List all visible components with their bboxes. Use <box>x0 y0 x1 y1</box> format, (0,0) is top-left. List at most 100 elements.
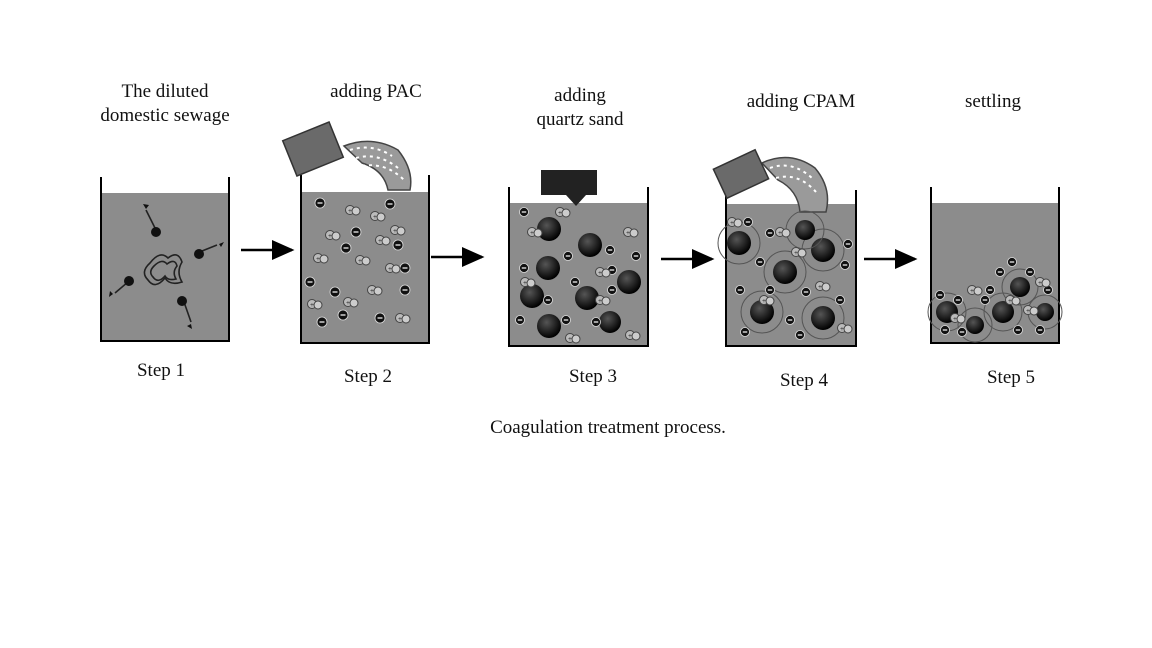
polymer-bridge <box>763 250 807 294</box>
coagulant-cluster: + <box>375 235 391 246</box>
beaker-step-4: + + + + + + <box>712 148 857 347</box>
svg-text:+: + <box>348 207 352 215</box>
svg-text:+: + <box>628 332 632 340</box>
coagulant-cluster: + <box>390 225 406 236</box>
step-2-label: Step 2 <box>343 366 393 387</box>
svg-text:+: + <box>523 279 527 287</box>
sand-grain <box>1036 303 1054 321</box>
coagulant-cluster: + <box>595 267 611 278</box>
process-arrows <box>241 240 918 269</box>
coagulant-cluster: + <box>950 313 966 324</box>
coagulant-cluster: + <box>1005 295 1021 306</box>
settled-flocs: + + + + + <box>927 257 1063 343</box>
coagulant-cluster: + <box>595 295 611 306</box>
coagulant-cluster: + <box>815 281 831 292</box>
svg-text:+: + <box>970 287 974 295</box>
svg-text:+: + <box>1008 297 1012 305</box>
sand-grain <box>773 260 797 284</box>
step-5-label: Step 5 <box>986 367 1036 388</box>
coagulant-cluster: + <box>520 277 536 288</box>
svg-text:+: + <box>818 283 822 291</box>
step-1-title: The diluted domestic sewage <box>100 81 230 126</box>
coagulant-cluster: + <box>345 205 361 216</box>
svg-text:+: + <box>358 257 362 265</box>
polymer-bridge <box>801 296 845 340</box>
svg-text:+: + <box>316 255 320 263</box>
coagulant-cluster: + <box>555 207 571 218</box>
svg-text:+: + <box>310 301 314 309</box>
svg-text:+: + <box>378 237 382 245</box>
figure-caption: Coagulation treatment process. <box>490 417 726 438</box>
coagulant-cluster: + <box>623 227 639 238</box>
sand-grain <box>966 316 984 334</box>
sand-grain <box>1010 277 1030 297</box>
pac-bag-icon <box>281 121 412 191</box>
svg-text:+: + <box>388 265 392 273</box>
svg-text:+: + <box>598 269 602 277</box>
svg-text:+: + <box>840 325 844 333</box>
step-2-title: adding PAC <box>330 81 422 102</box>
sand-grain <box>727 231 751 255</box>
svg-text:+: + <box>393 227 397 235</box>
step-1-label: Step 1 <box>136 360 186 381</box>
coagulant-cluster: + <box>565 333 581 344</box>
sand-grain <box>795 220 815 240</box>
svg-text:+: + <box>558 209 562 217</box>
coagulant-cluster: + <box>791 247 807 258</box>
polymer-bridge <box>740 290 784 334</box>
pac-particles: + + + + + + + + + + + + <box>304 197 411 328</box>
svg-text:+: + <box>762 297 766 305</box>
cpam-bag-icon <box>712 148 829 213</box>
step-3-title: adding quartz sand <box>536 85 624 130</box>
beaker-step-2: + + + + + + + + + + + + <box>281 121 430 344</box>
svg-text:+: + <box>1038 279 1042 287</box>
step-4-title: adding CPAM <box>746 91 856 112</box>
sand-particles: + + + + + + + + <box>515 207 641 344</box>
coagulant-cluster: + <box>1035 277 1051 288</box>
coagulant-cluster: + <box>837 323 853 334</box>
coagulant-cluster: + <box>325 230 341 241</box>
svg-text:+: + <box>953 315 957 323</box>
svg-text:+: + <box>568 335 572 343</box>
coagulant-cluster: + <box>775 227 791 238</box>
down-arrow-icon <box>541 170 597 206</box>
polymer-bridge <box>1001 268 1039 306</box>
sand-grain <box>599 311 621 333</box>
coagulant-cluster: + <box>385 263 401 274</box>
svg-text:+: + <box>328 232 332 240</box>
beaker-step-3: + + + + + + + + <box>508 170 649 347</box>
coagulant-cluster: + <box>967 285 983 296</box>
svg-text:+: + <box>778 229 782 237</box>
svg-text:+: + <box>598 297 602 305</box>
sand-grain <box>811 306 835 330</box>
sand-grain <box>617 270 641 294</box>
svg-text:+: + <box>1026 307 1030 315</box>
svg-text:+: + <box>794 249 798 257</box>
sand-grain <box>537 314 561 338</box>
step-3-label: Step 3 <box>568 366 618 387</box>
sand-grain <box>578 233 602 257</box>
dispersed-particles <box>114 209 218 323</box>
svg-text:+: + <box>730 219 734 227</box>
coagulant-cluster: + <box>727 217 743 228</box>
sand-grain <box>575 286 599 310</box>
coagulant-cluster: + <box>395 313 411 324</box>
svg-text:+: + <box>530 229 534 237</box>
sand-grain <box>537 217 561 241</box>
sand-grain <box>750 300 774 324</box>
polymer-bridge <box>957 307 993 343</box>
coagulant-cluster: + <box>355 255 371 266</box>
coagulant-cluster: + <box>370 211 386 222</box>
svg-text:+: + <box>373 213 377 221</box>
step-4-label: Step 4 <box>779 370 829 391</box>
coagulant-cluster: + <box>1023 305 1039 316</box>
sand-grain <box>536 256 560 280</box>
svg-text:+: + <box>626 229 630 237</box>
svg-text:+: + <box>370 287 374 295</box>
svg-text:+: + <box>346 299 350 307</box>
coagulant-cluster: + <box>625 330 641 341</box>
sand-grain <box>811 238 835 262</box>
sand-grain <box>992 301 1014 323</box>
step-5-title: settling <box>965 91 1021 112</box>
